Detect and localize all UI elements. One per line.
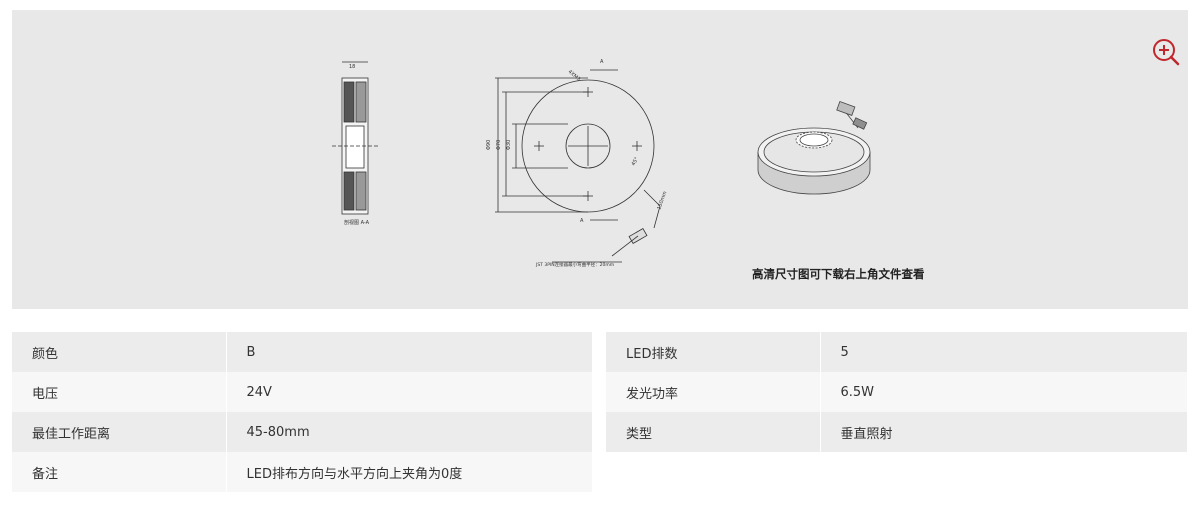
hole-label: 4XM3 bbox=[567, 69, 582, 83]
connector-note: JST 3PIN连接器最小弯曲半径：20mm bbox=[535, 261, 614, 268]
spec-row: 最佳工作距离 45-80mm bbox=[12, 412, 593, 452]
spec-label: 电压 bbox=[12, 372, 227, 412]
section-mark-bottom: A bbox=[580, 218, 584, 224]
spec-table-left: 颜色 B 电压 24V 最佳工作距离 45-80mm 备注 LED排布方向与水平… bbox=[12, 332, 593, 492]
product-image-panel: 18 剖视图 A-A bbox=[12, 10, 1188, 309]
spec-value: 45-80mm bbox=[226, 412, 593, 452]
zoom-button[interactable] bbox=[1150, 36, 1182, 68]
section-label: 剖视图 A-A bbox=[344, 219, 370, 226]
spec-row: LED排数 5 bbox=[606, 332, 1188, 372]
spec-label: 类型 bbox=[606, 412, 821, 452]
cable-length-label: 150mm bbox=[656, 190, 668, 210]
spec-row: 发光功率 6.5W bbox=[606, 372, 1188, 412]
spec-label: 最佳工作距离 bbox=[12, 412, 227, 452]
spec-row: 电压 24V bbox=[12, 372, 593, 412]
spec-row: 颜色 B bbox=[12, 332, 593, 372]
drawing-caption: 高清尺寸图可下载右上角文件查看 bbox=[752, 267, 925, 281]
spec-row: 备注 LED排布方向与水平方向上夹角为0度 bbox=[12, 452, 593, 492]
dia-outer-label: Φ90 bbox=[486, 140, 492, 150]
zoom-in-icon bbox=[1153, 39, 1180, 66]
dia-mid-label: Φ70 bbox=[496, 140, 502, 150]
spec-label: LED排数 bbox=[606, 332, 821, 372]
spec-label: 颜色 bbox=[12, 332, 227, 372]
spec-value: 5 bbox=[820, 332, 1188, 372]
spec-value: B bbox=[226, 332, 593, 372]
spec-label: 备注 bbox=[12, 452, 227, 492]
front-view bbox=[495, 69, 661, 263]
product-3d-view bbox=[757, 100, 871, 195]
dim-width-label: 18 bbox=[349, 64, 355, 70]
section-mark-top: A bbox=[600, 59, 604, 65]
spec-value: 24V bbox=[226, 372, 593, 412]
side-section-view bbox=[332, 61, 380, 215]
spec-value: 6.5W bbox=[820, 372, 1188, 412]
spec-value: LED排布方向与水平方向上夹角为0度 bbox=[226, 452, 593, 492]
spec-table-right: LED排数 5 发光功率 6.5W 类型 垂直照射 bbox=[606, 332, 1188, 452]
spec-value: 垂直照射 bbox=[820, 412, 1188, 452]
technical-drawing: 18 剖视图 A-A bbox=[332, 59, 871, 268]
spec-label: 发光功率 bbox=[606, 372, 821, 412]
angle-label: 45° bbox=[631, 156, 641, 167]
dia-inner-label: Φ30 bbox=[506, 140, 512, 150]
spec-row: 类型 垂直照射 bbox=[606, 412, 1188, 452]
